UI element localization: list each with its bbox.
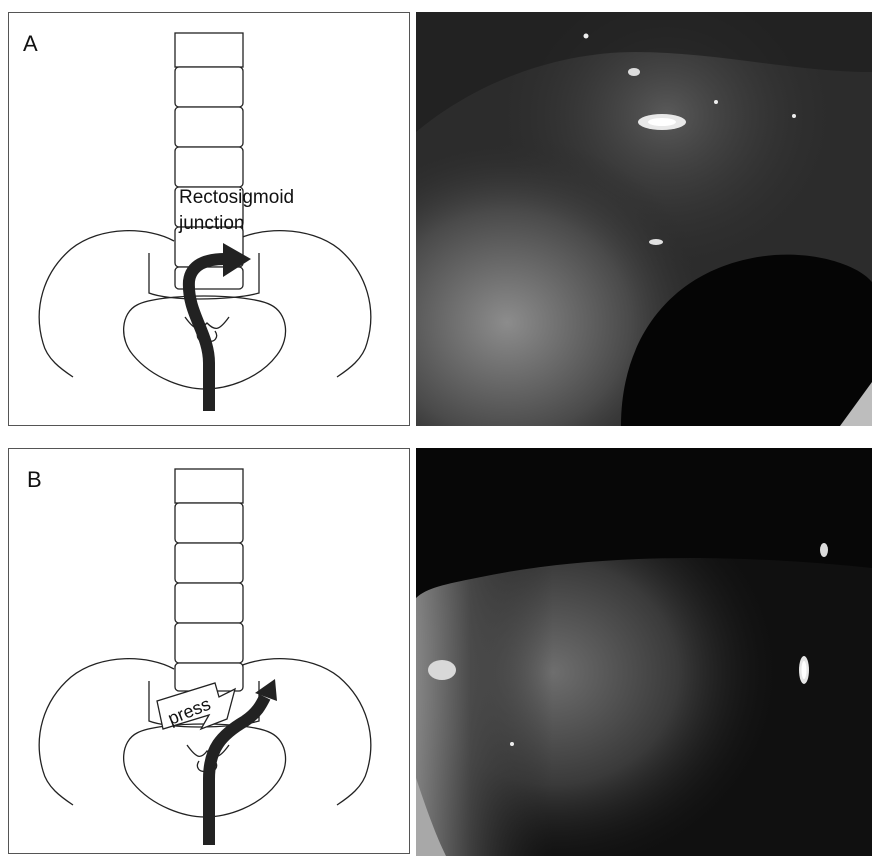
panel-b-label: B: [27, 467, 42, 492]
colon-tube-b: [175, 469, 243, 691]
panel-b-endoscopic-photo: [416, 448, 872, 856]
panel-a-label: A: [23, 31, 38, 56]
panel-a-diagram: A Rectosigmoid junction: [9, 13, 409, 425]
panel-a-endoscopic-photo: [416, 12, 872, 426]
panel-b-illustration: B press: [8, 448, 410, 854]
panel-a-illustration: A Rectosigmoid junction: [8, 12, 410, 426]
rectosigmoid-label-line2: junction: [178, 213, 245, 234]
endoscopic-image-b: [416, 448, 872, 856]
rectosigmoid-label-line1: Rectosigmoid: [179, 187, 294, 208]
endoscopic-image-a: [416, 12, 872, 426]
panel-b-diagram: B press: [9, 449, 409, 853]
